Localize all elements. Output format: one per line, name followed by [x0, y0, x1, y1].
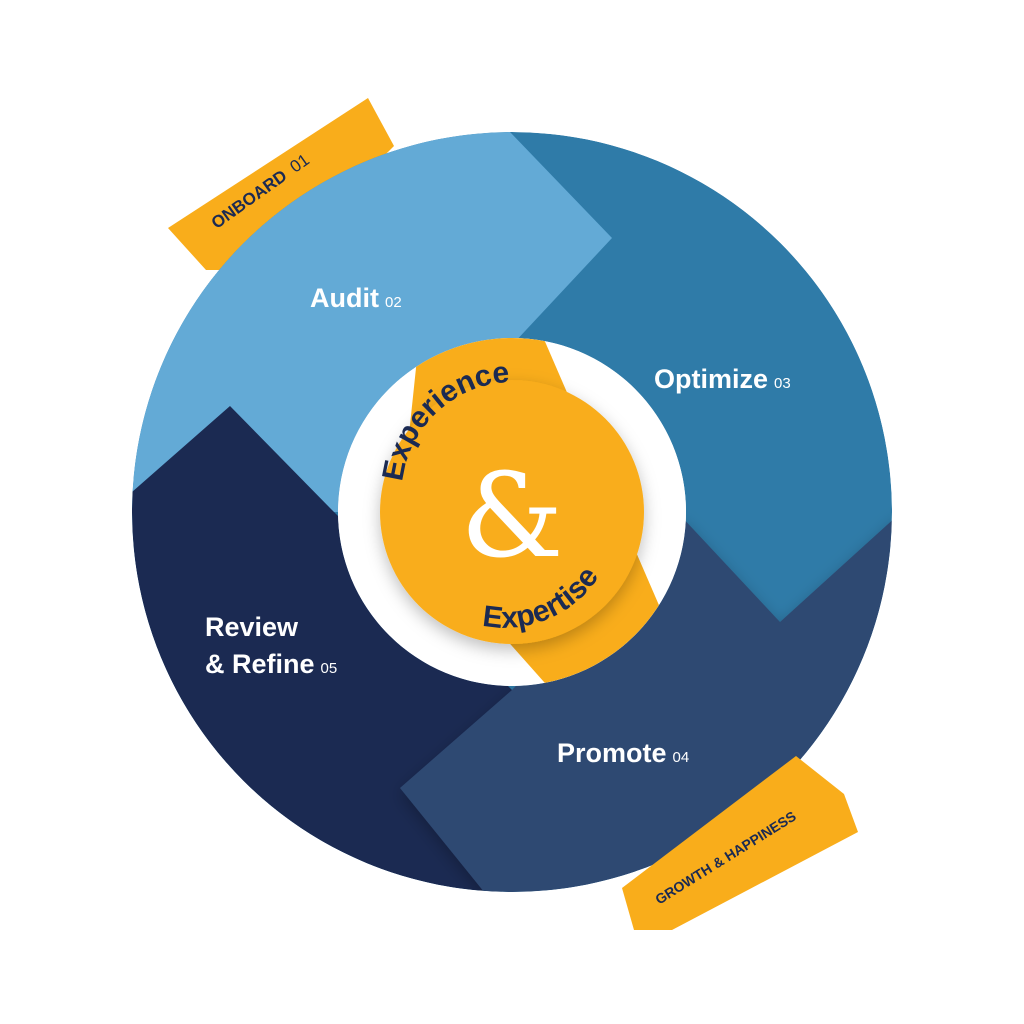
ampersand-symbol: & [460, 449, 563, 584]
onboard-ribbon-shape [168, 98, 394, 270]
growth-ribbon-shape [622, 756, 858, 930]
core-disc [380, 380, 644, 644]
review-label-line1: Review [205, 612, 299, 642]
